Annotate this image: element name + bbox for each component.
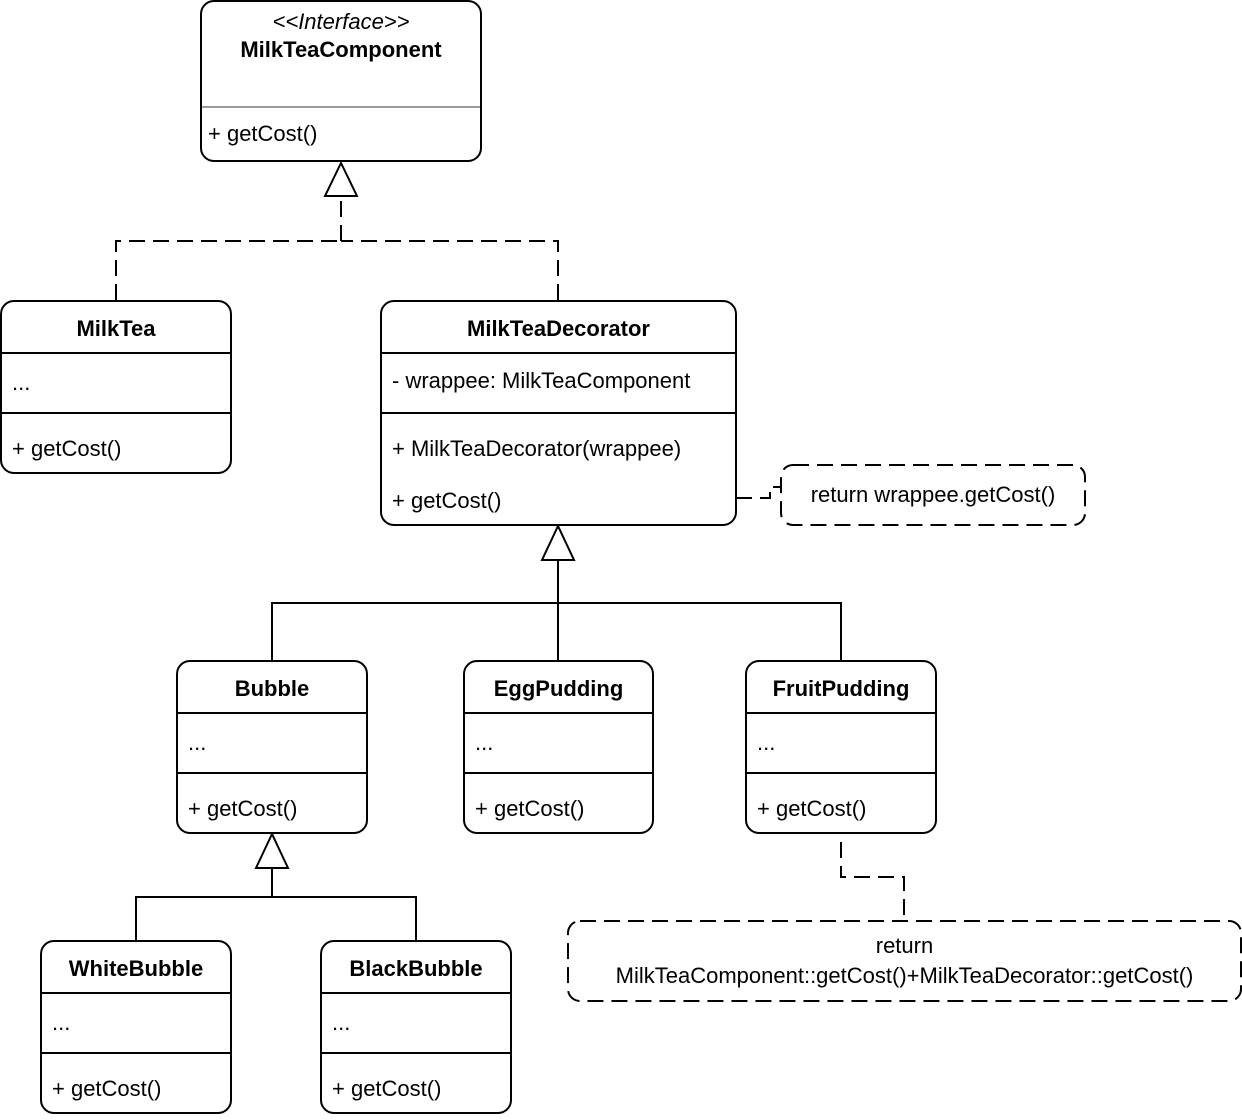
class-divider (382, 352, 735, 354)
class-bubble[interactable]: Bubble ... + getCost() (176, 660, 368, 834)
class-divider (2, 412, 230, 414)
class-blackbubble[interactable]: BlackBubble ... + getCost() (320, 940, 512, 1114)
note-fruitpudding-getcost: return MilkTeaComponent::getCost()+MilkT… (568, 931, 1241, 991)
class-fruitpudding[interactable]: FruitPudding ... + getCost() (745, 660, 937, 834)
interface-method: + getCost() (208, 121, 318, 146)
class-method: + getCost() (475, 796, 585, 821)
note-border-decorator (780, 464, 1086, 526)
class-divider (465, 772, 652, 774)
inheritance-line-bubble (271, 602, 558, 660)
class-divider (2, 352, 230, 354)
note-line: MilkTeaComponent::getCost()+MilkTeaDecor… (615, 963, 1194, 988)
class-method: + getCost() (392, 488, 502, 513)
class-attribute: ... (52, 1010, 71, 1035)
class-attribute: ... (12, 370, 31, 395)
class-name: MilkTea (76, 316, 156, 341)
interface-name: MilkTeaComponent (240, 37, 442, 62)
realization-arrowhead (323, 160, 359, 197)
class-method: + getCost() (12, 436, 122, 461)
inheritance-arrowhead-bubble (254, 831, 290, 869)
class-eggpudding[interactable]: EggPudding ... + getCost() (463, 660, 654, 834)
class-method: + getCost() (52, 1076, 162, 1101)
note-line: return (875, 933, 934, 958)
class-divider (465, 712, 652, 714)
realization-line-milktea (115, 240, 341, 300)
note-connector-fruitpudding (840, 842, 905, 920)
realization-line-decorator (341, 240, 559, 300)
class-name: EggPudding (493, 676, 624, 701)
class-divider (178, 712, 366, 714)
class-milkteadecorator[interactable]: MilkTeaDecorator - wrappee: MilkTeaCompo… (380, 300, 737, 526)
class-divider (382, 412, 735, 414)
inheritance-line-blackbubble (272, 896, 417, 940)
class-name: BlackBubble (349, 956, 483, 981)
class-name: WhiteBubble (68, 956, 204, 981)
note-decorator-getcost: return wrappee.getCost() (810, 482, 1056, 507)
interface-milkteacomponent[interactable]: <<Interface>> MilkTeaComponent + getCost… (200, 0, 482, 162)
class-attribute: ... (332, 1010, 351, 1035)
inheritance-line-whitebubble (135, 896, 272, 940)
interface-stereotype: <<Interface>> (272, 9, 410, 34)
class-divider (747, 712, 935, 714)
class-divider (747, 772, 935, 774)
note-border-fruitpudding (567, 920, 1242, 1002)
class-divider (42, 1052, 230, 1054)
class-constructor: + MilkTeaDecorator(wrappee) (392, 436, 682, 461)
class-divider (178, 772, 366, 774)
class-method: + getCost() (757, 796, 867, 821)
class-attribute: ... (475, 730, 494, 755)
class-divider (322, 992, 510, 994)
interface-divider (202, 106, 480, 108)
class-attribute: - wrappee: MilkTeaComponent (392, 368, 691, 393)
class-milktea[interactable]: MilkTea ... + getCost() (0, 300, 232, 474)
class-attribute: ... (757, 730, 776, 755)
class-name: MilkTeaDecorator (467, 316, 650, 341)
class-method: + getCost() (332, 1076, 442, 1101)
class-divider (42, 992, 230, 994)
class-name: FruitPudding (772, 676, 910, 701)
class-method: + getCost() (188, 796, 298, 821)
class-attribute: ... (188, 730, 207, 755)
class-divider (322, 1052, 510, 1054)
inheritance-arrowhead-decorator (540, 523, 576, 561)
class-whitebubble[interactable]: WhiteBubble ... + getCost() (40, 940, 232, 1114)
note-connector-decorator (736, 486, 782, 499)
inheritance-line-fruitpudding (558, 602, 842, 660)
class-name: Bubble (234, 676, 310, 701)
